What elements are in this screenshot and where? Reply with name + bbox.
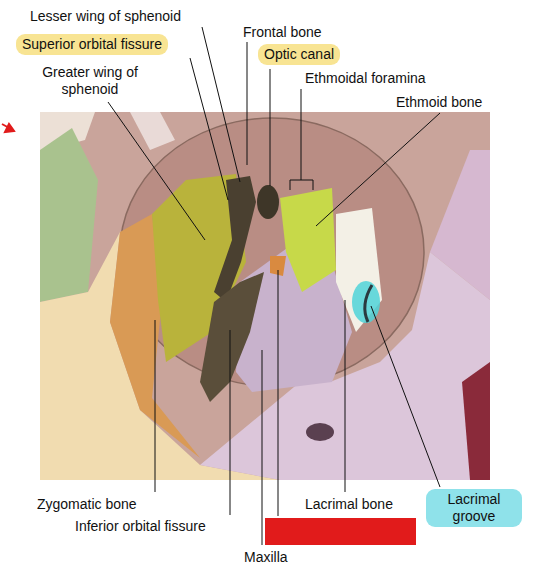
part-label: Greater wing of sphenoid	[36, 64, 144, 98]
leader-line	[301, 89, 302, 180]
frontal-ground	[40, 112, 490, 480]
infraorbital-foramen	[306, 423, 334, 441]
suture-gap	[130, 112, 175, 150]
part-label: Ethmoid bone	[396, 94, 482, 111]
bracket	[290, 180, 313, 190]
leader-line	[262, 350, 263, 545]
leader-line	[371, 306, 440, 487]
part-label: Inferior orbital fissure	[75, 518, 206, 535]
leader-line	[247, 42, 248, 165]
part-label: Ethmoidal foramina	[305, 70, 426, 87]
leader-line	[108, 102, 205, 240]
part-label: Lesser wing of sphenoid	[30, 8, 181, 25]
leader-lines	[108, 27, 440, 545]
lacrimal-bone	[336, 208, 382, 332]
leader-line	[202, 27, 240, 182]
part-label: Superior orbital fissure	[16, 34, 168, 55]
temporal-strip	[40, 128, 98, 302]
groove-shadow	[365, 285, 372, 322]
lacrimal-groove	[352, 281, 380, 323]
part-label: Frontal bone	[243, 24, 322, 41]
part-label: Zygomatic bone	[37, 496, 137, 513]
ethmoid-bone	[280, 188, 336, 292]
part-label: Optic canal	[258, 44, 340, 65]
leader-line	[155, 320, 156, 492]
inferior-fissure	[200, 272, 264, 402]
leader-line	[345, 300, 346, 492]
part-label: Maxilla	[244, 549, 288, 566]
arrow-head	[5, 124, 14, 132]
part-label: Lacrimal groove	[426, 489, 522, 527]
leader-line	[316, 113, 440, 226]
nasal-cavity	[462, 362, 490, 480]
part-label: Lacrimal bone	[305, 496, 393, 513]
redaction-box	[265, 518, 416, 545]
bone-picture	[40, 112, 490, 480]
leader-line	[278, 270, 279, 516]
leader-line	[230, 330, 231, 515]
leader-line	[270, 69, 271, 186]
red-arrow	[2, 124, 14, 132]
leader-line	[190, 58, 228, 200]
optic-canal	[257, 185, 279, 219]
